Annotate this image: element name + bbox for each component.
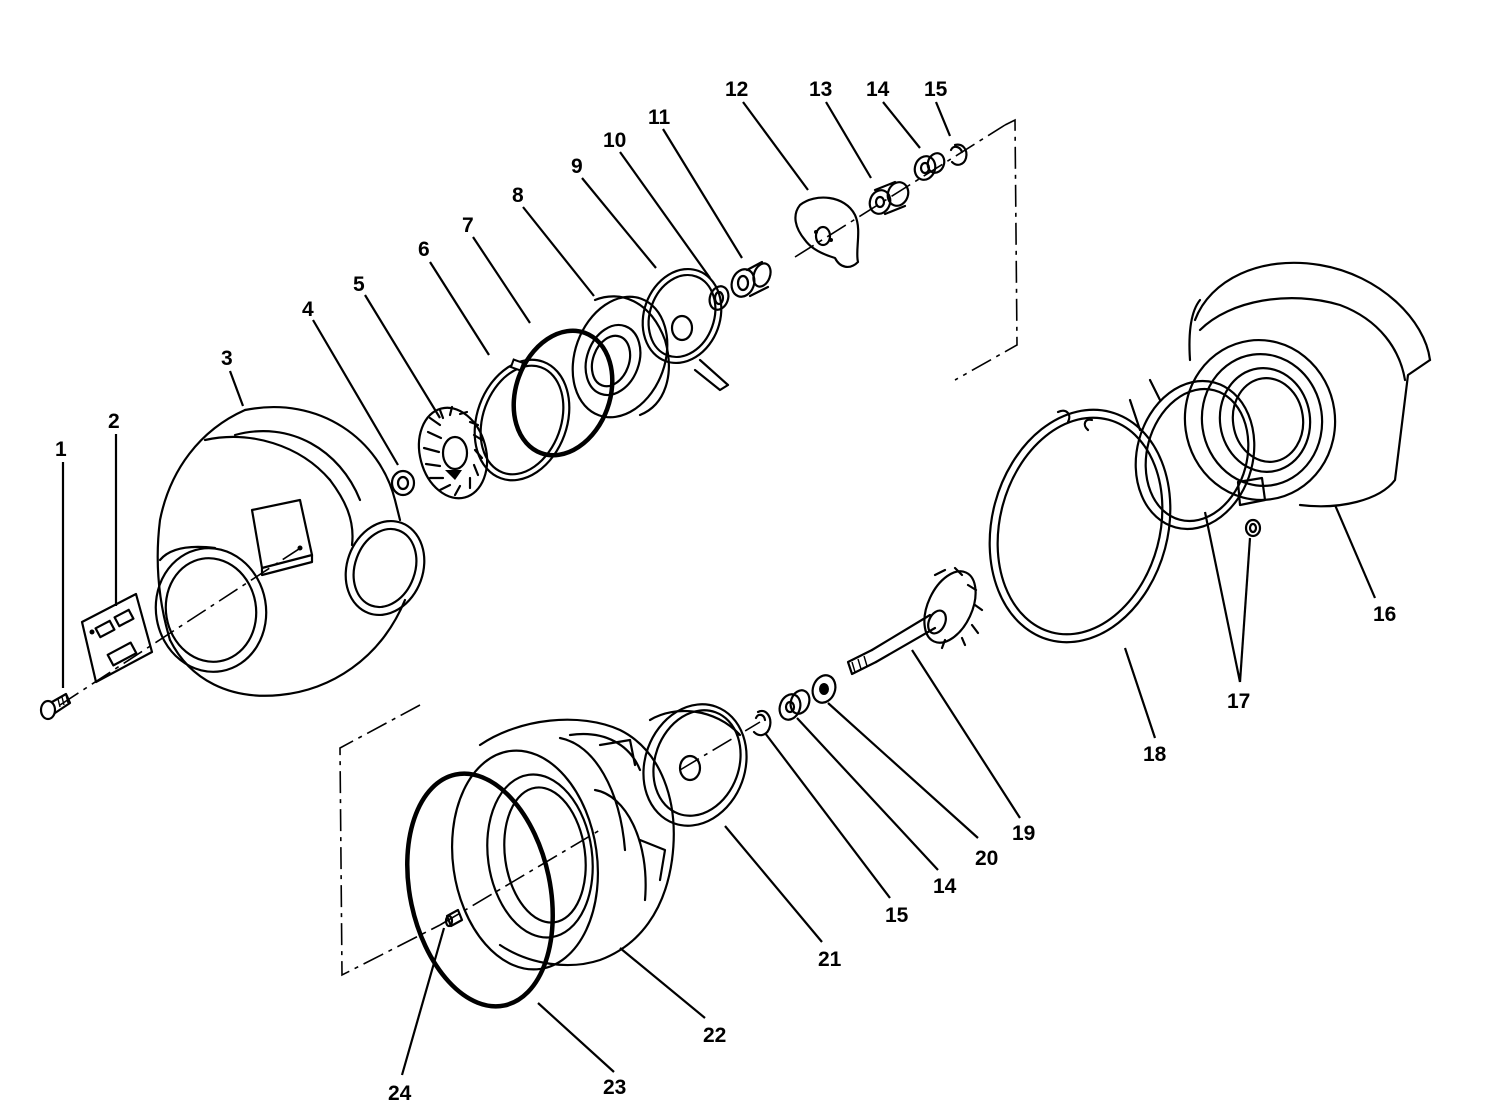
callout-14-lower: 14 xyxy=(933,875,957,898)
part-14-bearing-lower xyxy=(778,689,811,721)
part-23-o-ring xyxy=(405,771,555,1009)
part-12-thrust-bearing xyxy=(794,196,860,268)
callout-20: 20 xyxy=(975,847,998,870)
callout-15-lower: 15 xyxy=(885,904,909,927)
part-21-heat-shield xyxy=(642,703,748,827)
part-1-screw xyxy=(39,692,72,721)
callout-21: 21 xyxy=(818,948,842,971)
callout-15-upper: 15 xyxy=(924,78,948,101)
callout-11: 11 xyxy=(648,106,671,129)
callout-4: 4 xyxy=(302,298,314,321)
part-17-v-band-clamp xyxy=(1128,378,1267,538)
part-20-washer xyxy=(811,674,837,704)
assembly-axis-upper xyxy=(59,118,1018,706)
callout-14-upper: 14 xyxy=(866,78,890,101)
part-22-center-housing xyxy=(450,718,675,971)
part-19-turbine-wheel-shaft xyxy=(846,566,984,676)
callout-12: 12 xyxy=(725,78,748,101)
part-6-snap-ring xyxy=(473,358,571,482)
callout-18: 18 xyxy=(1143,743,1167,766)
callout-9: 9 xyxy=(571,155,583,178)
part-15-retaining-ring-lower xyxy=(752,709,772,737)
callout-labels: 1 2 3 4 5 6 7 8 9 10 11 12 13 14 15 16 1… xyxy=(55,78,1396,1105)
part-14-bearing-upper xyxy=(913,152,946,181)
part-13-bearing xyxy=(868,180,910,216)
part-16-turbine-housing xyxy=(1183,261,1432,508)
callout-24: 24 xyxy=(388,1082,412,1105)
part-8-insert xyxy=(571,295,670,419)
callout-13: 13 xyxy=(809,78,832,101)
part-24-pin xyxy=(444,908,464,928)
part-11-thrust-collar xyxy=(730,260,772,298)
part-10-thrust-washer xyxy=(708,285,730,311)
callout-17: 17 xyxy=(1227,690,1250,713)
part-4-nut xyxy=(390,469,416,497)
callout-8: 8 xyxy=(512,184,524,207)
callout-5: 5 xyxy=(353,273,365,296)
callout-22: 22 xyxy=(703,1024,726,1047)
part-9-oil-deflector xyxy=(641,267,730,392)
part-7-o-ring xyxy=(511,328,615,458)
callout-7: 7 xyxy=(462,214,474,237)
callout-3: 3 xyxy=(221,347,233,370)
part-5-compressor-wheel xyxy=(417,405,489,500)
callout-10: 10 xyxy=(603,129,626,152)
part-2-data-plate xyxy=(80,592,154,684)
assembly-axis-lower xyxy=(339,704,761,977)
part-18-snap-ring xyxy=(988,408,1172,644)
part-3-compressor-housing xyxy=(154,405,426,697)
callout-23: 23 xyxy=(603,1076,626,1099)
part-15-retaining-ring-upper xyxy=(949,143,968,166)
callout-16: 16 xyxy=(1373,603,1396,626)
callout-6: 6 xyxy=(418,238,430,261)
callout-1: 1 xyxy=(55,438,67,461)
leader-lines xyxy=(61,101,1377,1076)
callout-19: 19 xyxy=(1012,822,1035,845)
callout-2: 2 xyxy=(108,410,120,433)
